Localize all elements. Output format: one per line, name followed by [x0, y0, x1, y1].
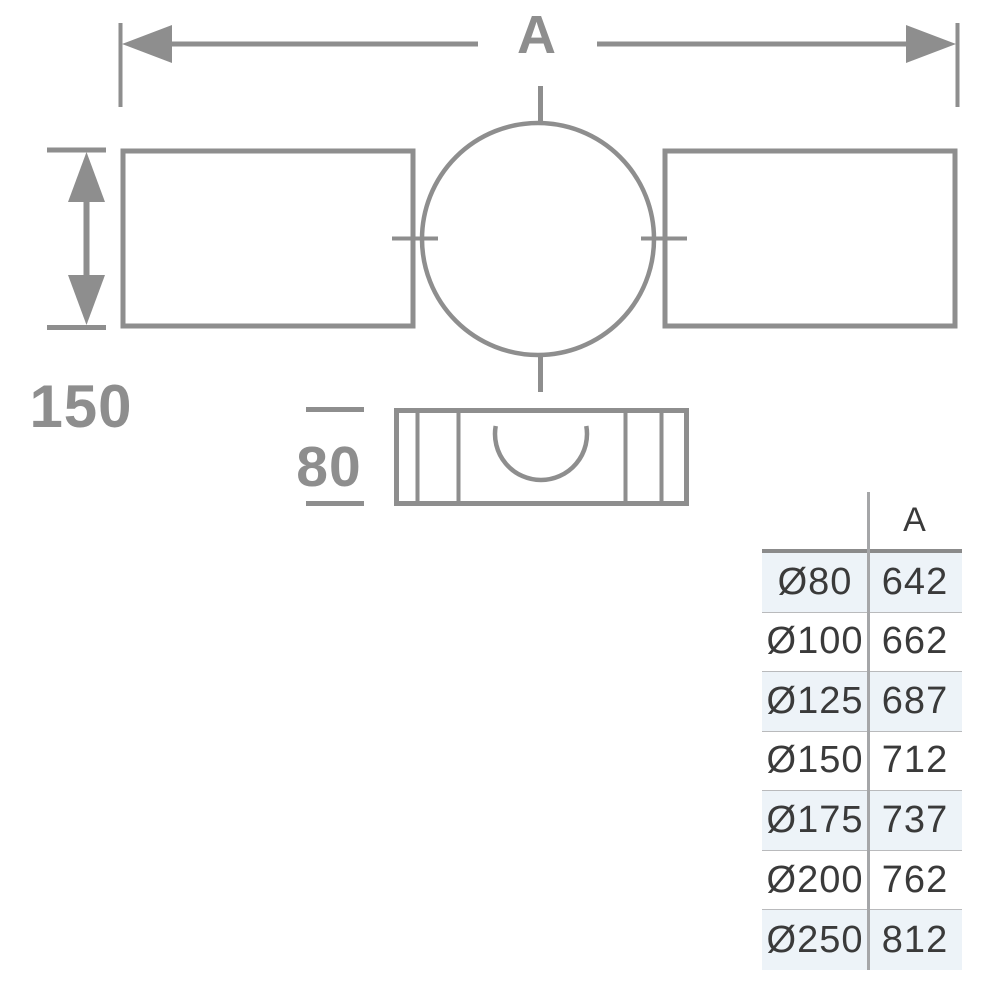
height-dim-label: 150 — [29, 373, 133, 440]
table-row: Ø200 762 — [762, 851, 962, 911]
table-body: Ø80 642 Ø100 662 Ø125 687 Ø150 712 Ø175 … — [762, 553, 962, 970]
diameter-cell: Ø125 — [766, 679, 864, 722]
diameter-cell: Ø150 — [766, 739, 864, 782]
diameter-cell: Ø80 — [777, 560, 853, 603]
diameter-cell: Ø250 — [766, 918, 864, 961]
a-value-cell: 812 — [881, 918, 949, 961]
duct-body-left-rect — [120, 148, 416, 329]
table-row: Ø150 712 — [762, 732, 962, 792]
table-row: Ø80 642 — [762, 553, 962, 613]
a-value-cell: 642 — [881, 560, 949, 603]
table-row: Ø100 662 — [762, 613, 962, 673]
side-view-body-rect — [394, 408, 689, 506]
table-row: Ø250 812 — [762, 910, 962, 970]
diameter-cell: Ø200 — [766, 858, 864, 901]
table-column-divider — [867, 492, 870, 970]
depth-dim-label: 80 — [296, 435, 362, 499]
diameter-cell: Ø175 — [766, 799, 864, 842]
a-value-cell: 712 — [881, 739, 949, 782]
width-dim-arrowhead-left — [122, 25, 172, 63]
side-view-spigot-arc — [492, 425, 590, 483]
a-value-cell: 662 — [881, 620, 949, 663]
center-circle-spigot — [419, 120, 657, 358]
a-value-cell: 737 — [881, 799, 949, 842]
table-row: Ø125 687 — [762, 672, 962, 732]
height-dim-arrowhead-down — [68, 275, 105, 325]
a-value-cell: 687 — [881, 679, 949, 722]
diameter-cell: Ø100 — [766, 620, 864, 663]
height-dim-arrowhead-up — [68, 152, 105, 202]
table-header-row: A — [762, 492, 962, 553]
dimensions-table: A Ø80 642 Ø100 662 Ø125 687 Ø150 712 Ø17… — [762, 492, 962, 970]
table-row: Ø175 737 — [762, 791, 962, 851]
width-dim-arrowhead-right — [906, 25, 956, 63]
a-value-cell: 762 — [881, 858, 949, 901]
width-dim-label: A — [517, 5, 557, 65]
duct-body-right-rect — [662, 148, 958, 329]
table-header-a: A — [903, 501, 927, 539]
table-header-diameter — [762, 492, 868, 549]
